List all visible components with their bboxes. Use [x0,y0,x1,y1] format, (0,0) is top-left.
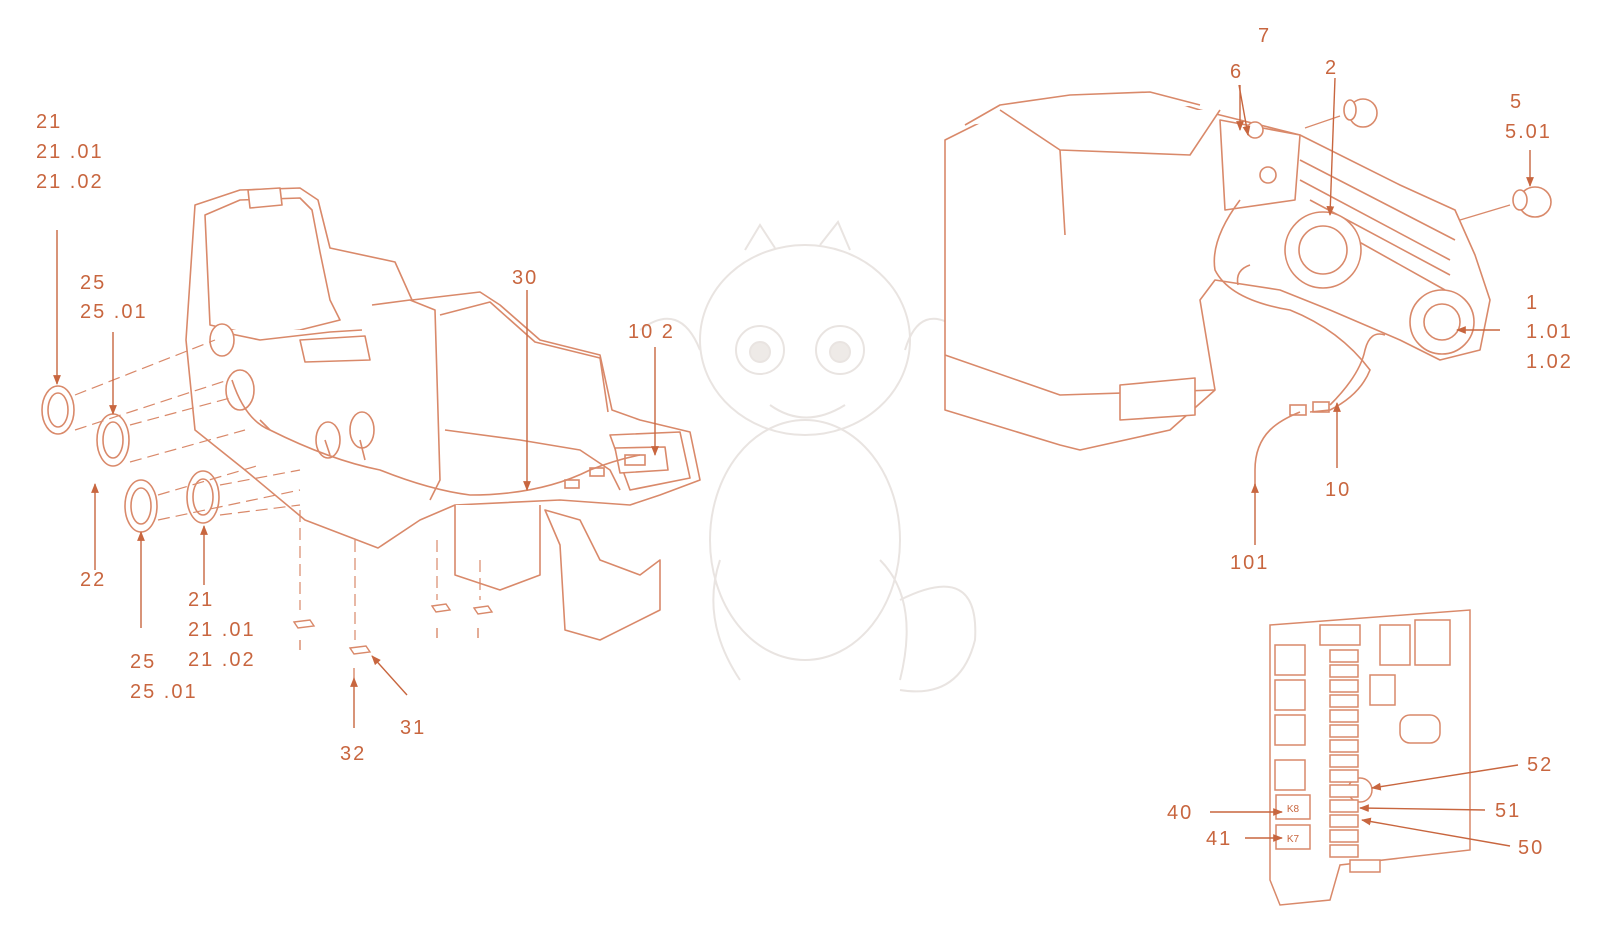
right-wiring [1213,199,1386,485]
relay-k8-mark: K8 [1287,804,1300,815]
callout-41: 41 [1206,828,1233,850]
left-housing [185,187,701,641]
relay-k7-mark: K7 [1287,834,1300,845]
callout-5: 5 [1510,91,1524,113]
callout-25-left-top: 25 [80,272,107,294]
callout-25-01-left-top: 25 .01 [80,301,148,323]
mascot-watermark [639,220,977,693]
callout-7: 7 [1258,25,1272,47]
callout-21-left-bottom: 21 [188,589,215,611]
callout-1: 1 [1526,292,1540,314]
callout-21-02-left-bottom: 21 .02 [188,649,256,671]
right-small-lamps [1343,98,1552,218]
callout-22: 22 [80,569,107,591]
callout-32: 32 [340,743,367,765]
callout-50: 50 [1518,837,1545,859]
callout-21-02-left-top: 21 .02 [36,171,104,193]
callout-2: 2 [1325,57,1339,79]
callout-1-01: 1.01 [1526,321,1573,343]
callout-21-left-top: 21 [36,111,63,133]
circuit-board [1269,609,1471,906]
callout-25-01-left-bottom: 25 .01 [130,681,198,703]
callout-52: 52 [1527,754,1554,776]
right-housing [944,91,1491,451]
left-wiring [231,379,646,496]
callout-1-02: 1.02 [1526,351,1573,373]
left-dashed-guides [74,339,481,640]
leader-lines [53,77,1534,847]
callout-101: 101 [1230,552,1270,574]
callout-10-2: 10 2 [628,321,675,343]
callout-31: 31 [400,717,427,739]
callout-6: 6 [1230,61,1244,83]
callout-5-01: 5.01 [1505,121,1552,143]
callout-25-left-bottom: 25 [130,651,157,673]
left-clips [292,603,494,678]
callout-51: 51 [1495,800,1522,822]
callout-21-01-left-bottom: 21 .01 [188,619,256,641]
fuse-strip [1329,649,1381,873]
callout-40: 40 [1167,802,1194,824]
callout-30: 30 [512,267,539,289]
callout-21-01-left-top: 21 .01 [36,141,104,163]
callout-10: 10 [1325,479,1352,501]
